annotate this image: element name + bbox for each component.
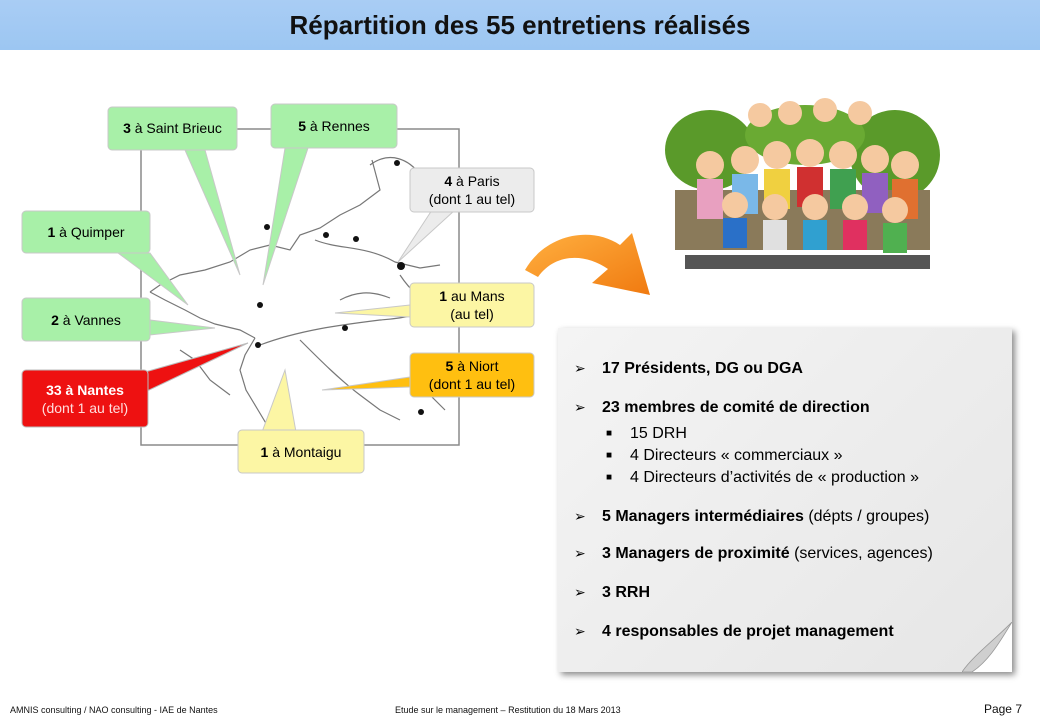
callout-rennes-box [270,103,398,149]
bullet-managers-intermediaires: ➢5 Managers intermédiaires (dépts / grou… [574,508,930,525]
sub-bullet-drh: ■15 DRH [606,425,687,443]
title-bar [0,0,1040,50]
map-frame [140,128,460,446]
page-number: Page 7 [983,702,1022,716]
sub-bullet-commerciaux: ■4 Directeurs « commerciaux » [606,447,843,465]
page-title: Répartition des 55 entretiens réalisés [289,10,751,40]
sub-bullet-production: ■4 Directeurs d’activités de « productio… [606,469,920,487]
callout-paris-box [409,167,535,213]
callout-niort-box [409,352,535,398]
bullet-rrh: ➢3 RRH [574,584,651,601]
callout-niort: 5 à Niort(dont 1 au tel) [428,358,516,392]
callout-saint-brieuc: 3 à Saint Brieuc [123,120,222,136]
callout-nantes-box [21,369,149,428]
callout-quimper-box [21,210,151,254]
footer-left: AMNIS consulting / NAO consulting - IAE … [10,705,218,715]
callout-montaigu: 1 à Montaigu [260,444,342,460]
people-group-illustration [665,98,940,269]
callout-saint-brieuc-box [107,106,238,151]
curved-arrow-icon [525,233,650,295]
callout-quimper: 1 à Quimper [47,224,125,240]
bullet-responsables-projet: ➢4 responsables de projet management [574,623,894,640]
callout-le-mans-box [409,282,535,328]
page-curl-icon [962,622,1012,672]
summary-note [558,328,1012,672]
callout-montaigu-box [237,429,365,474]
footer-center: Etude sur le management – Restitution du… [395,705,621,715]
callout-nantes: 33 à Nantes(dont 1 au tel) [41,382,129,416]
callout-rennes: 5 à Rennes [298,118,370,134]
bullet-comite-direction: ➢23 membres de comité de direction [574,399,870,416]
callout-le-mans: 1 au Mans(au tel) [439,288,505,322]
bullet-presidents: ➢17 Présidents, DG ou DGA [574,360,803,377]
callout-paris: 4 à Paris(dont 1 au tel) [428,173,516,207]
bullet-managers-proximite: ➢3 Managers de proximité (services, agen… [574,545,933,562]
callout-vannes: 2 à Vannes [51,312,121,328]
callout-vannes-box [21,297,151,342]
